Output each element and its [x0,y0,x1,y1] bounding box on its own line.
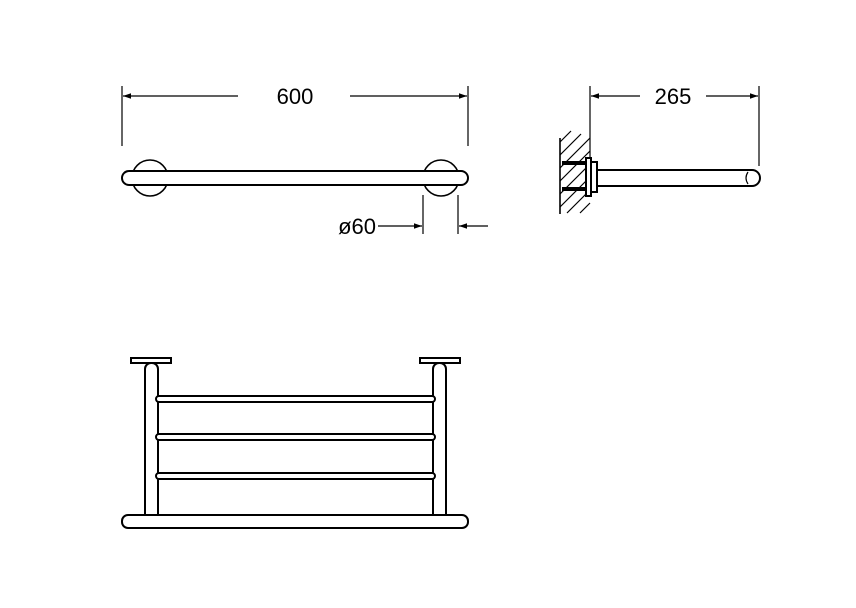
side-arm-end-detail [745,171,749,185]
depth-dimension: 265 [589,84,760,166]
front-view: 600 ø60 [121,84,488,239]
diameter-label: ø60 [338,214,376,239]
top-arm-right [432,362,447,522]
side-arm [596,169,761,187]
top-view [121,357,469,529]
diameter-dimension: ø60 [338,195,488,239]
width-label: 600 [277,84,314,109]
side-view: 265 [559,84,761,214]
front-rail [121,170,469,186]
front-bar [121,514,469,529]
wall-anchor-bottom [562,187,586,191]
top-arm-left [144,362,159,522]
shelf-rail-3 [155,472,436,480]
width-dimension: 600 [121,84,469,146]
depth-label: 265 [655,84,692,109]
shelf-rail-2 [155,433,436,441]
wall-anchor-top [562,161,586,165]
shelf-rail-1 [155,395,436,403]
